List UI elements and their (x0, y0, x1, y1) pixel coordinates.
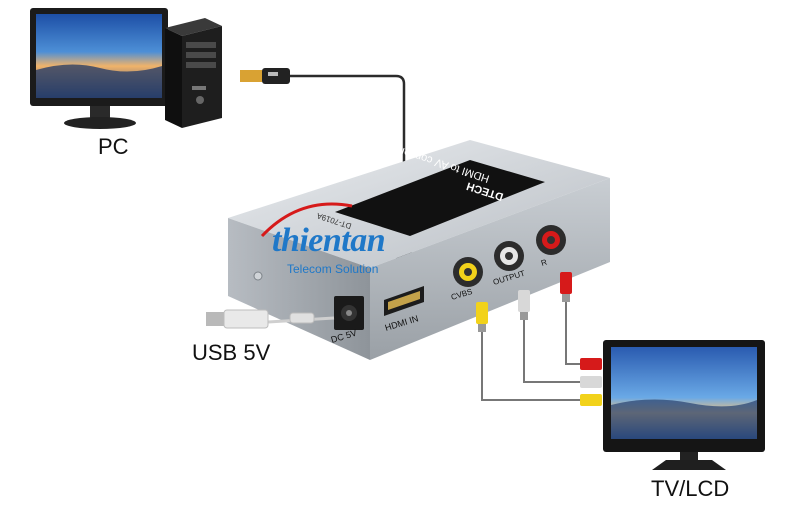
rca-jack-right (536, 225, 566, 255)
pc-label: PC (98, 134, 129, 159)
watermark-swoosh (260, 202, 353, 238)
usb-label: USB 5V (192, 340, 271, 365)
pc-monitor (30, 8, 168, 129)
tv-label: TV/LCD (651, 476, 730, 501)
tv-monitor (603, 340, 765, 470)
watermark-subtitle: Telecom Solution (287, 262, 379, 276)
pc-tower (165, 18, 222, 128)
dc-port (334, 296, 364, 330)
rca-jack-video (453, 257, 483, 287)
watermark-logo: thientan (272, 222, 386, 259)
rca-jack-left (494, 241, 524, 271)
rca-cables (476, 272, 602, 406)
usb-cable (206, 309, 335, 329)
hdmi-port (384, 286, 424, 316)
port-r-label: R (540, 258, 548, 268)
converter-device (228, 140, 610, 360)
